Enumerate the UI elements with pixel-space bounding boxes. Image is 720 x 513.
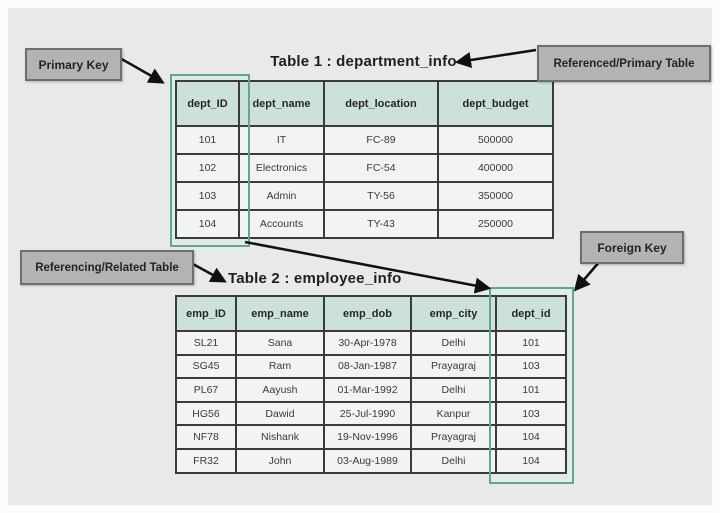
table-cell: 104: [495, 447, 567, 474]
table-cell: SL21: [175, 330, 237, 356]
table-cell: 400000: [437, 153, 554, 183]
table-cell: Delhi: [410, 447, 497, 474]
table-cell: Prayagraj: [410, 424, 497, 450]
table-cell: 101: [495, 330, 567, 356]
table-cell: HG56: [175, 400, 237, 427]
table-cell: 30-Apr-1978: [323, 330, 412, 356]
referenced-table-label: Referenced/Primary Table: [537, 45, 711, 82]
header-cell: dept_name: [238, 80, 325, 127]
table-cell: 01-Mar-1992: [323, 377, 412, 403]
header-cell: emp_name: [235, 295, 325, 332]
primary-key-label: Primary Key: [25, 48, 122, 81]
table-cell: Delhi: [410, 377, 497, 403]
table-cell: Sana: [235, 330, 325, 356]
header-cell: emp_ID: [175, 295, 237, 332]
header-cell: emp_city: [410, 295, 497, 332]
table-cell: FR32: [175, 447, 237, 474]
header-cell: dept_ID: [175, 80, 240, 127]
header-cell: dept_id: [495, 295, 567, 332]
table-cell: 103: [495, 400, 567, 427]
table-cell: 101: [495, 377, 567, 403]
table-cell: 250000: [437, 209, 554, 239]
foreign-key-label: Foreign Key: [580, 231, 684, 264]
table-cell: Admin: [238, 181, 325, 211]
table-cell: 104: [495, 424, 567, 450]
table-cell: 19-Nov-1996: [323, 424, 412, 450]
table-cell: 104: [175, 209, 240, 239]
table-cell: TY-56: [323, 181, 439, 211]
table-cell: FC-54: [323, 153, 439, 183]
table-cell: Kanpur: [410, 400, 497, 427]
table-cell: 03-Aug-1989: [323, 447, 412, 474]
table-cell: PL67: [175, 377, 237, 403]
table-cell: 102: [175, 153, 240, 183]
table1-title: Table 1 : department_info: [270, 53, 457, 70]
table-cell: TY-43: [323, 209, 439, 239]
table-cell: FC-89: [323, 125, 439, 155]
table-cell: Delhi: [410, 330, 497, 356]
referencing-table-label: Referencing/Related Table: [20, 250, 194, 285]
table2-title: Table 2 : employee_info: [228, 270, 402, 287]
table-cell: 101: [175, 125, 240, 155]
table-cell: Prayagraj: [410, 353, 497, 380]
table-cell: 103: [495, 353, 567, 380]
header-cell: dept_location: [323, 80, 439, 127]
table-cell: Nishank: [235, 424, 325, 450]
table-cell: 103: [175, 181, 240, 211]
table-cell: NF78: [175, 424, 237, 450]
table-cell: 500000: [437, 125, 554, 155]
table-cell: 08-Jan-1987: [323, 353, 412, 380]
header-cell: dept_budget: [437, 80, 554, 127]
table-cell: 350000: [437, 181, 554, 211]
header-cell: emp_dob: [323, 295, 412, 332]
table-cell: Ram: [235, 353, 325, 380]
table-cell: 25-Jul-1990: [323, 400, 412, 427]
table-cell: Aayush: [235, 377, 325, 403]
table-cell: Electronics: [238, 153, 325, 183]
table-cell: SG45: [175, 353, 237, 380]
table-cell: Accounts: [238, 209, 325, 239]
table-cell: Dawid: [235, 400, 325, 427]
table-cell: IT: [238, 125, 325, 155]
table-cell: John: [235, 447, 325, 474]
